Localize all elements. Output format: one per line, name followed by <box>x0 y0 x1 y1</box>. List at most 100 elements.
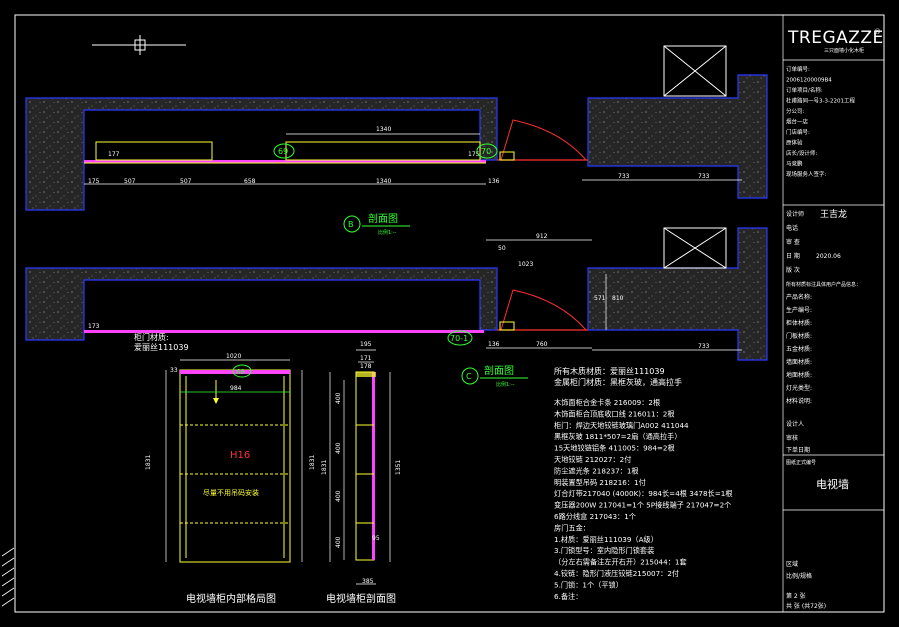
sec-dim-6: 400 <box>335 442 342 454</box>
titleblock-field: 墙面材质: <box>786 358 812 366</box>
designer2-label: 设计人 <box>786 420 804 428</box>
dim-b-6: 136 <box>488 178 500 185</box>
titleblock-row: 订单编号: <box>786 65 810 73</box>
sec-dim-10: 95 <box>372 535 380 542</box>
titleblock-field: 材料说明: <box>786 397 812 405</box>
sec-dim-8: 400 <box>335 536 342 548</box>
tag-69 <box>273 143 295 159</box>
materials-item: 3.门锁型号：室内隐形门锁套装 <box>554 546 654 555</box>
titleblock-row: 门店编号: <box>786 128 810 136</box>
sec-dim-2: 171 <box>360 355 372 362</box>
area-label: 区域 <box>786 560 798 568</box>
designer-label: 设计师 <box>786 210 804 218</box>
plan-b <box>25 45 768 211</box>
materials-item: 6路分线盒 217043：1个 <box>554 512 636 521</box>
sec-dim-1: 195 <box>360 341 372 348</box>
total-label: 共 张 (共72张) <box>786 602 826 610</box>
materials-item: 变压器200W 217041=1个 5P接线端子 217047=2个 <box>554 501 731 510</box>
titleblock-rows: 订单编号:20061200009B4订单项目/名称:杜甫路同一号3-3-2201… <box>786 65 855 178</box>
dim-b-9: 1340 <box>376 126 391 133</box>
section-view-title: 电视墙柜剖面图 <box>326 592 396 605</box>
front-material-label: 柜门材质: <box>134 332 169 342</box>
dim-b-3: 507 <box>180 178 192 185</box>
materials-item: 15天地铰链铝条 411005：984=2根 <box>554 444 675 453</box>
titleblock-row: 现场服务人签字: <box>786 170 827 178</box>
plan-c <box>25 227 768 361</box>
materials-item: 柜门：焊边天地铰链玻璃门A002 411044 <box>554 421 689 430</box>
svg-text:70-1: 70-1 <box>450 334 468 343</box>
section-b-scale: 比例1:-- <box>378 229 397 236</box>
dim-b-4: 658 <box>244 178 256 185</box>
dim-b-1: 175 <box>88 178 100 185</box>
titleblock-field: 生产编号: <box>786 306 812 314</box>
version-label: 版 次 <box>786 266 800 274</box>
svg-text:68: 68 <box>236 368 245 376</box>
dim-b-10: 177 <box>108 151 120 158</box>
review-label: 审 查 <box>786 238 800 246</box>
dim-b-8: 733 <box>698 173 710 180</box>
title-block <box>782 15 884 612</box>
sec-dim-7: 400 <box>335 490 342 502</box>
section-marker-icon <box>92 35 186 55</box>
front-height-left: 1831 <box>145 455 152 470</box>
front-view-title: 电视墙柜内部格局图 <box>186 592 276 605</box>
designer-name: 王吉龙 <box>820 208 847 220</box>
date-label: 日 期 <box>786 252 800 260</box>
front-h16: H16 <box>230 450 250 461</box>
materials-line2: 金属柜门材质：黑框灰玻，通高拉手 <box>554 377 682 387</box>
front-width: 1020 <box>226 353 241 360</box>
materials-item: 6.备注： <box>554 592 582 601</box>
titleblock-row: 烟台一店 <box>786 118 809 126</box>
titleblock-row: 马竞鹏 <box>786 160 803 168</box>
orderdate-label: 下单日期 <box>786 446 810 454</box>
section-b-circle <box>343 215 361 233</box>
svg-text:70: 70 <box>481 147 491 156</box>
materials-item: （分左右需备注左开右开）215044：1套 <box>554 558 687 567</box>
drawing-no-label: 图纸正式编号 <box>786 459 816 466</box>
dim-b-5: 1340 <box>376 178 391 185</box>
materials-item: 1.材质：爱丽丝111039（A级） <box>554 535 658 544</box>
tag-68 <box>232 364 252 378</box>
front-dim-33: 33 <box>170 367 178 374</box>
section-view <box>329 349 391 585</box>
materials-item: 防尘遮光条 218237：1根 <box>554 466 639 475</box>
dim-c-5: 571 <box>594 295 606 302</box>
titleblock-field: 灯光类型: <box>786 384 812 392</box>
drawing-frame <box>14 14 885 613</box>
materials-item: 房门五金： <box>554 523 590 532</box>
titleblock-field: 五金材质: <box>786 345 812 353</box>
left-edge-marks <box>1 547 15 607</box>
materials-item: 木饰面柜合金卡条 216009：2根 <box>554 398 660 407</box>
brand-sub: 三只面墙小化木柜 <box>824 47 864 54</box>
section-c-circle <box>461 367 479 385</box>
dim-c-4: 810 <box>612 295 624 302</box>
titleblock-row: 店长/设计师: <box>786 149 817 157</box>
dim-b-2: 507 <box>124 178 136 185</box>
titleblock-field: 产品名称: <box>786 293 812 301</box>
front-height-right: 1831 <box>309 455 316 470</box>
materials-item: 5.门锁：1个（平锁） <box>554 580 623 589</box>
dim-c-2: 50 <box>498 245 506 252</box>
titleblock-row: 订单项目/名称: <box>786 86 823 94</box>
dim-b-7: 733 <box>618 173 630 180</box>
tag-70 <box>476 143 498 159</box>
section-c-scale: 比例1:-- <box>496 381 515 388</box>
dim-c-1: 912 <box>536 233 548 240</box>
dim-c-6: 136 <box>488 341 500 348</box>
section-b-label: 剖面图 <box>368 212 398 225</box>
front-view <box>165 359 303 563</box>
titleblock-row: 原体验 <box>786 139 803 147</box>
front-note: 尽量不用吊码安装 <box>203 488 259 497</box>
svg-text:69: 69 <box>278 147 288 156</box>
titleblock-field: 门板材质: <box>786 332 812 340</box>
dim-c-7: 760 <box>536 341 548 348</box>
section-c-id: C <box>466 372 472 381</box>
sec-dim-3: 178 <box>360 363 372 370</box>
date-value: 2020.06 <box>816 253 841 260</box>
scale-label: 比例/规格 <box>786 572 812 580</box>
materials-line1: 所有木质材质：爱丽丝111039 <box>554 366 665 376</box>
phone-label: 电话 <box>786 224 798 232</box>
titleblock-row: 分公司: <box>786 107 805 115</box>
